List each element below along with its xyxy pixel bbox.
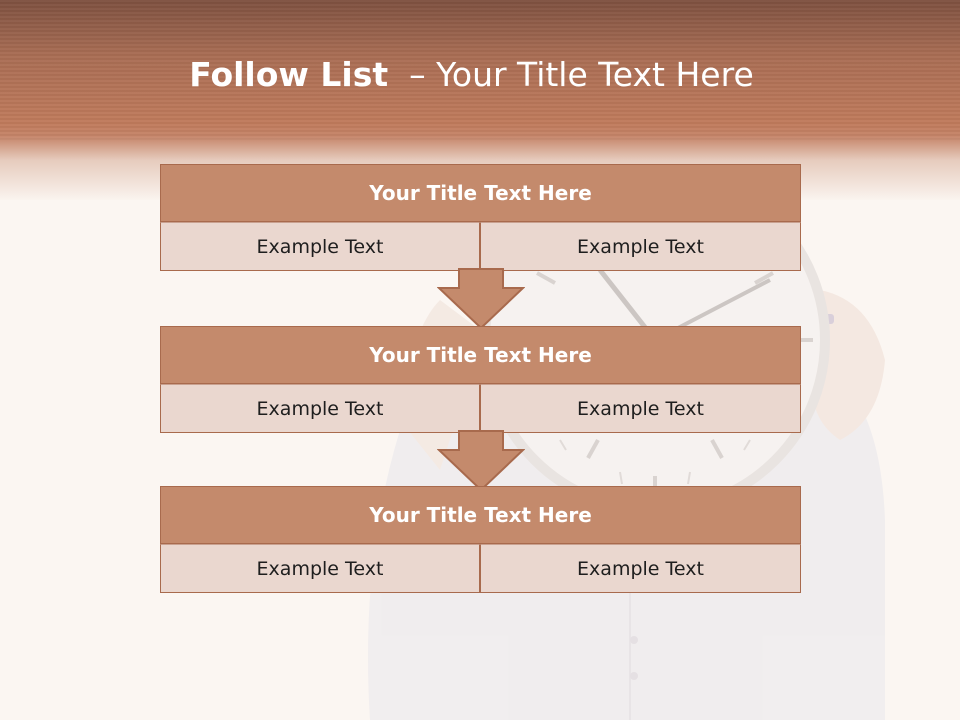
step-title-3: Your Title Text Here [160, 486, 801, 544]
down-arrow-icon [437, 430, 525, 492]
step-3-left-text: Example Text [160, 544, 480, 593]
slide-title-rest: – Your Title Text Here [388, 55, 754, 94]
slide-title: Follow List – Your Title Text Here [0, 52, 943, 98]
step-title-1: Your Title Text Here [160, 164, 801, 222]
down-arrow-icon [437, 268, 525, 330]
step-title-2: Your Title Text Here [160, 326, 801, 384]
step-box-3: Your Title Text Here Example Text Exampl… [160, 486, 801, 593]
step-1-right-text: Example Text [480, 222, 801, 271]
step-2-left-text: Example Text [160, 384, 480, 433]
step-box-2: Your Title Text Here Example Text Exampl… [160, 326, 801, 433]
step-2-right-text: Example Text [480, 384, 801, 433]
slide-title-bold: Follow List [189, 55, 389, 94]
step-3-right-text: Example Text [480, 544, 801, 593]
header-texture [0, 0, 960, 140]
step-box-1: Your Title Text Here Example Text Exampl… [160, 164, 801, 271]
step-1-left-text: Example Text [160, 222, 480, 271]
